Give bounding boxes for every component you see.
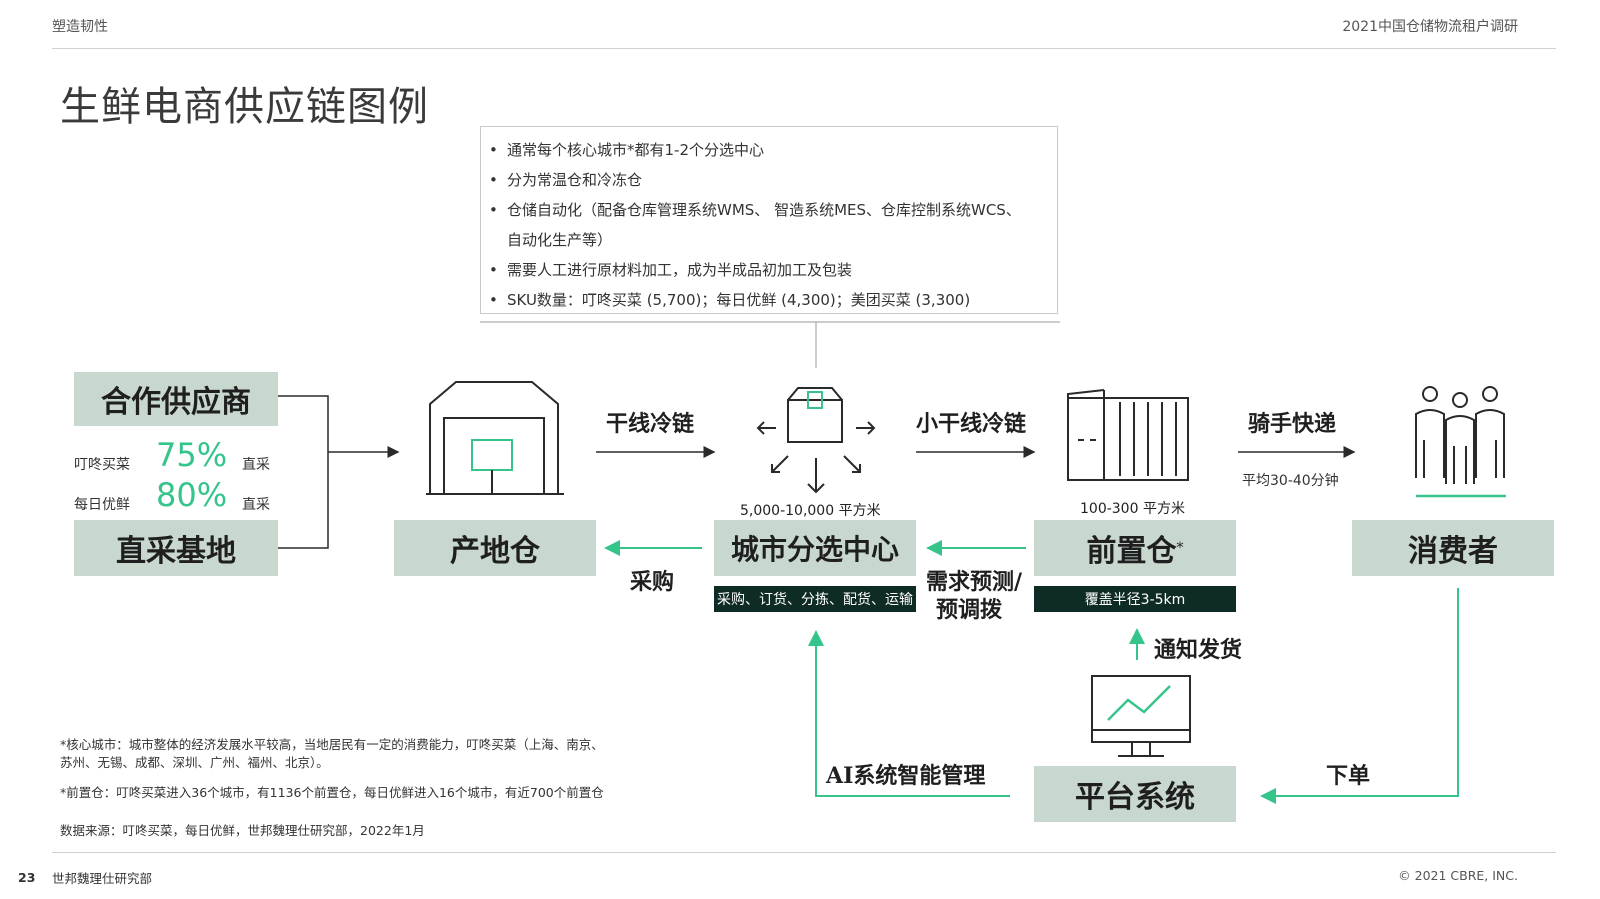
front-warehouse-label: 前置仓 bbox=[1086, 534, 1177, 569]
info-bullet: 分为常温仓和冷冻仓 bbox=[481, 165, 1057, 195]
city-center-bar: 采购、订货、分拣、配货、运输 bbox=[714, 586, 916, 612]
order-label: 下单 bbox=[1326, 763, 1371, 789]
info-bullet: 仓储自动化（配备仓库管理系统WMS、 智造系统MES、仓库控制系统WCS、 bbox=[481, 195, 1057, 225]
stat-name: 叮咚买菜 bbox=[74, 457, 130, 473]
direct-base-box: 直采基地 bbox=[74, 520, 278, 576]
rider-label: 骑手快递 bbox=[1248, 411, 1337, 437]
header-divider bbox=[52, 48, 1556, 49]
platform-box: 平台系统 bbox=[1034, 766, 1236, 822]
page-title: 生鲜电商供应链图例 bbox=[60, 84, 429, 130]
stat-pct: 75% bbox=[156, 436, 228, 474]
source-note: 数据来源：叮咚买菜，每日优鲜，世邦魏理仕研究部，2022年1月 bbox=[60, 823, 425, 838]
city-center-box: 城市分选中心 bbox=[714, 520, 916, 576]
core-city-note-line: 苏州、无锡、成都、深圳、广州、福州、北京）。 bbox=[60, 755, 329, 770]
page-number: 23 bbox=[18, 870, 36, 885]
core-city-note-line: *核心城市：城市整体的经济发展水平较高，当地居民有一定的消费能力，叮咚买菜（上海… bbox=[60, 737, 604, 752]
trunk-cold-label: 干线冷链 bbox=[606, 411, 695, 437]
supplier-box: 合作供应商 bbox=[74, 372, 278, 426]
front-area-label: 100-300 平方米 bbox=[1080, 501, 1185, 517]
sorting-box-icon bbox=[756, 387, 876, 494]
small-trunk-label: 小干线冷链 bbox=[916, 411, 1027, 437]
demand-label-1: 需求预测/ bbox=[926, 569, 1023, 595]
footer-copyright: © 2021 CBRE, INC. bbox=[1398, 868, 1518, 883]
purchase-label: 采购 bbox=[630, 569, 675, 595]
info-bullet: SKU数量：叮咚买菜 (5,700)；每日优鲜 (4,300)；美团买菜 (3,… bbox=[481, 285, 1057, 315]
header-left: 塑造韧性 bbox=[52, 19, 108, 35]
demand-label-2: 预调拨 bbox=[936, 597, 1003, 623]
stat-tag: 直采 bbox=[242, 457, 270, 473]
people-icon bbox=[1415, 386, 1506, 498]
warehouse-icon bbox=[426, 381, 564, 495]
header-right: 2021中国仓储物流租户调研 bbox=[1342, 19, 1518, 35]
footer-org: 世邦魏理仕研究部 bbox=[52, 871, 153, 886]
origin-warehouse-box: 产地仓 bbox=[394, 520, 596, 576]
stat-pct: 80% bbox=[156, 476, 228, 514]
front-warehouse-bar: 覆盖半径3-5km bbox=[1034, 586, 1236, 612]
info-bullet-continued: 自动化生产等） bbox=[507, 231, 613, 249]
info-bullet: 通常每个核心城市*都有1-2个分选中心 bbox=[481, 135, 1057, 165]
arrow-order bbox=[1260, 588, 1459, 804]
core-city-note: *核心城市：城市整体的经济发展水平较高，当地居民有一定的消费能力，叮咚买菜（上海… bbox=[60, 736, 700, 772]
front-warehouse-star: * bbox=[1176, 540, 1184, 556]
front-wh-note: *前置仓：叮咚买菜进入36个城市，有1136个前置仓，每日优鲜进入16个城市，有… bbox=[60, 785, 604, 800]
rider-time-label: 平均30-40分钟 bbox=[1242, 473, 1339, 489]
arrow-ai bbox=[808, 630, 1010, 797]
front-warehouse-box: 前置仓* bbox=[1034, 520, 1236, 576]
info-bullet: 需要人工进行原材料加工，成为半成品初加工及包装 bbox=[481, 255, 1057, 285]
city-area-label: 5,000-10,000 平方米 bbox=[740, 503, 881, 519]
info-box: 通常每个核心城市*都有1-2个分选中心 分为常温仓和冷冻仓 仓储自动化（配备仓库… bbox=[480, 126, 1058, 315]
stat-tag: 直采 bbox=[242, 497, 270, 513]
footer-divider bbox=[52, 852, 1556, 853]
stat-name: 每日优鲜 bbox=[74, 497, 130, 513]
monitor-chart-icon bbox=[1091, 675, 1191, 757]
consumer-box: 消费者 bbox=[1352, 520, 1554, 576]
container-icon bbox=[1067, 389, 1189, 481]
notify-label: 通知发货 bbox=[1154, 637, 1243, 663]
ai-label: AI系统智能管理 bbox=[826, 763, 986, 789]
supplier-bracket bbox=[278, 395, 329, 549]
